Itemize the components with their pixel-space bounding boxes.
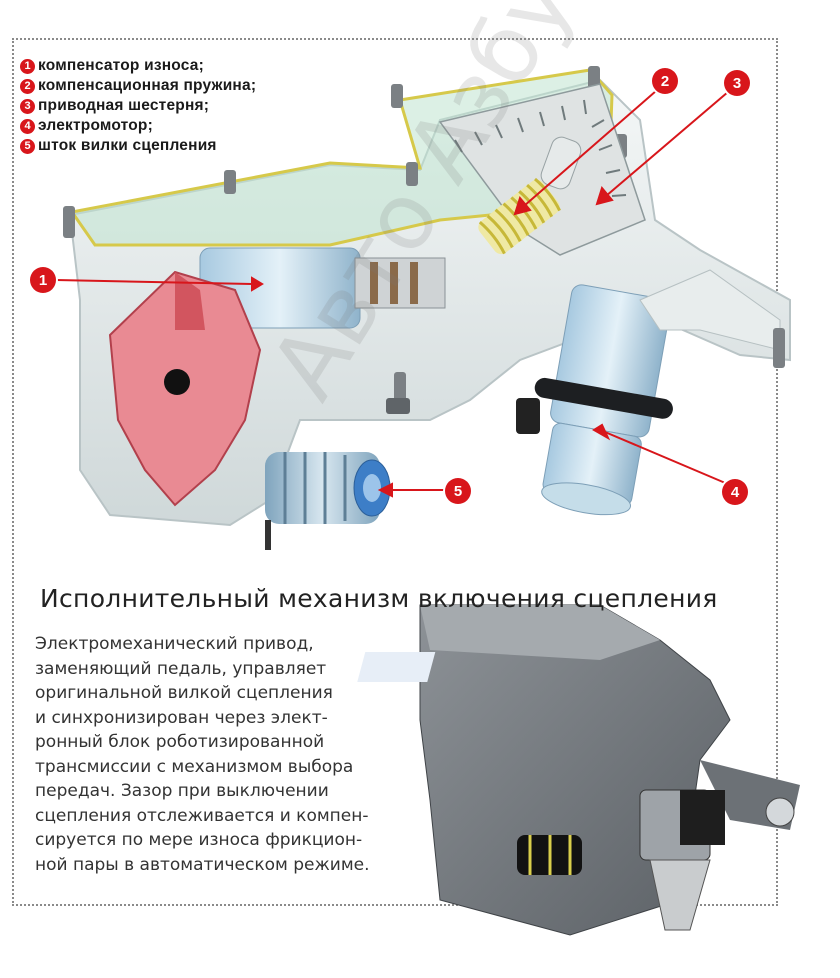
description-line: сируется по мере износа фрикцион- [35,830,363,850]
description: Электромеханический привод, заменяющий п… [35,632,415,877]
description-line: заменяющий педаль, управляет [35,658,327,679]
page-title: Исполнительный механизм включения сцепле… [40,584,718,613]
callout-marker: 3 [724,70,750,96]
callout-marker: 4 [722,479,748,505]
legend-number: 5 [20,138,35,154]
callout-marker: 2 [652,68,678,94]
legend-number: 3 [20,98,35,114]
description-line: сцепления отслеживается и компен- [35,805,369,826]
legend-label: компенсационная пружина; [38,77,257,94]
legend-label: электромотор; [38,117,153,134]
description-line: Электромеханический привод, [35,634,314,654]
legend-number: 1 [20,58,35,74]
description-line: передач. Зазор при выключении [35,781,329,801]
description-line: оригинальной вилкой сцепления [35,683,333,703]
legend-label: приводная шестерня; [38,97,210,114]
description-line: ронный блок роботизированной [35,732,325,752]
dotted-frame [12,38,778,906]
legend-label: компенсатор износа; [38,57,204,74]
description-line: трансмиссии с механизмом выбора [35,756,354,777]
legend-number: 4 [20,118,35,134]
callout-marker: 5 [445,478,471,504]
legend-number: 2 [20,78,35,94]
callout-marker: 1 [30,267,56,293]
description-line: ной пары в автоматическом режиме. [35,854,370,875]
legend-label: шток вилки сцепления [38,137,217,154]
description-line: и синхронизирован через элект- [35,707,328,728]
